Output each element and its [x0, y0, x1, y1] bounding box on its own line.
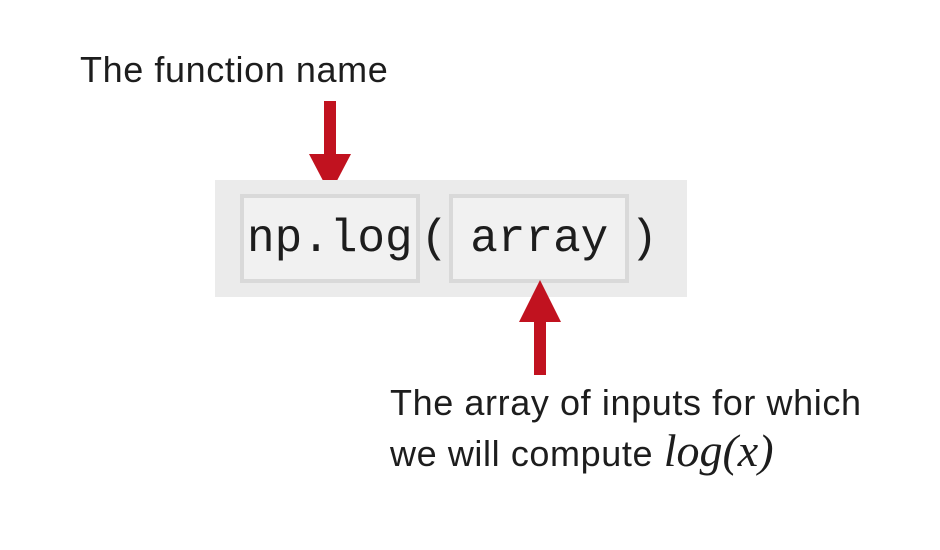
- close-paren: ): [630, 212, 658, 265]
- function-name-label: The function name: [80, 49, 389, 90]
- array-label-line1: The array of inputs for which: [390, 382, 862, 423]
- argument-text: array: [470, 212, 609, 265]
- argument-box: array: [449, 194, 630, 283]
- function-name-text: np.log: [247, 212, 413, 265]
- array-label-line2-prefix: we will compute: [390, 433, 664, 474]
- up-arrow-icon: [519, 280, 561, 375]
- code-snippet: np.log ( array ): [215, 180, 687, 297]
- open-paren: (: [420, 212, 449, 265]
- array-label: The array of inputs for which we will co…: [390, 378, 862, 479]
- down-arrow-icon: [309, 101, 351, 194]
- log-x-math: log(x): [663, 425, 774, 476]
- function-name-box: np.log: [240, 194, 420, 283]
